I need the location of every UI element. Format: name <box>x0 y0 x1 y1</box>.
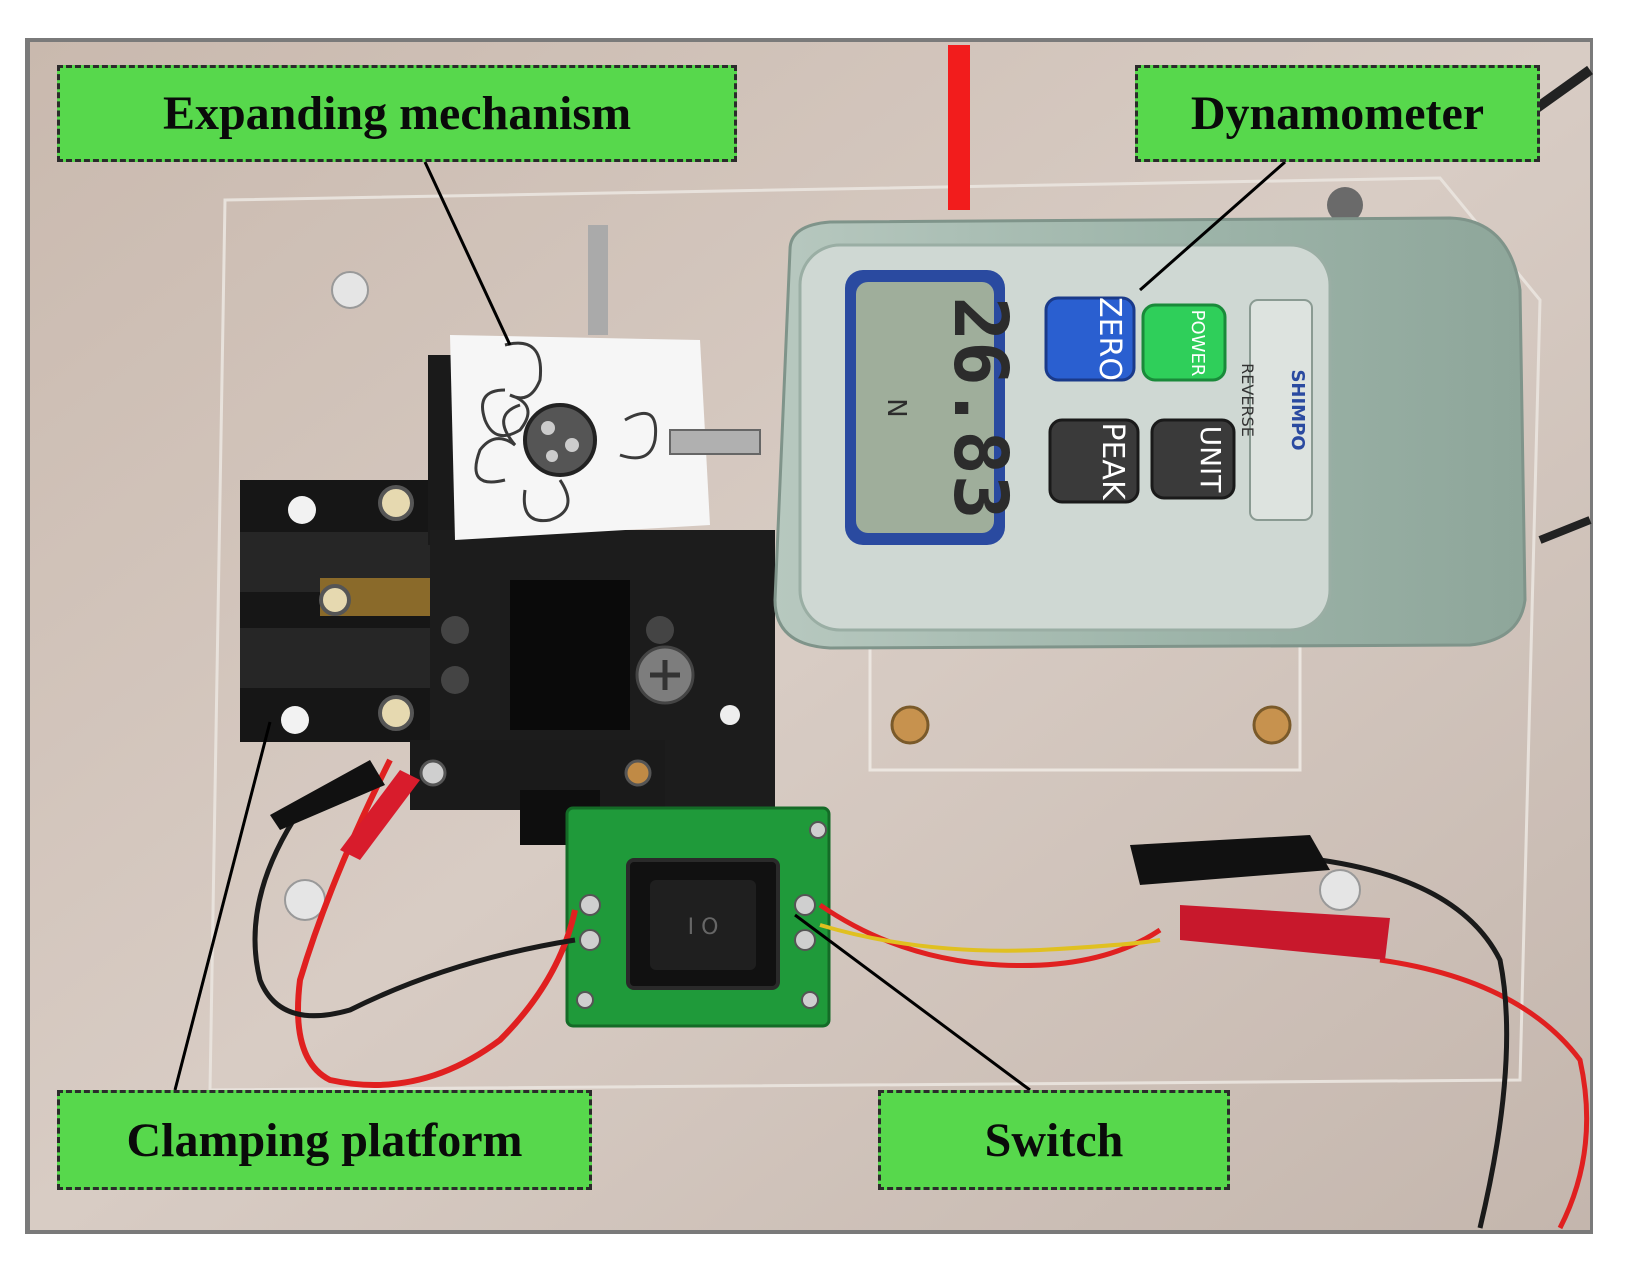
cable-right <box>1538 516 1592 544</box>
clamp-hole-1 <box>288 496 316 524</box>
switch-marks: I O <box>688 915 719 940</box>
expanding-mechanism-callout: Expanding mechanism <box>57 65 737 162</box>
clamp-hole-3 <box>319 584 351 616</box>
standoff-3 <box>1319 869 1361 911</box>
left-probe-red <box>340 770 420 860</box>
mechanism-cavity <box>510 580 630 730</box>
leader-expanding <box>423 161 512 346</box>
power-button-label: POWER <box>1187 310 1208 377</box>
red-wire-far-right <box>1379 957 1590 1230</box>
pcb-screw-1 <box>579 894 601 916</box>
pcb-screw-2 <box>579 929 601 951</box>
gauge-hook-shaft <box>669 429 761 455</box>
brand-label: SHIMPO <box>1287 369 1308 450</box>
power-button <box>1141 303 1227 382</box>
pcb-screw-3 <box>794 894 816 916</box>
hub-hole-1 <box>541 421 555 435</box>
display-unit: N <box>881 398 911 417</box>
leader-clamping <box>173 721 272 1091</box>
pcb-screw-4 <box>794 929 816 951</box>
left-probe-black <box>270 760 385 830</box>
vertical-rod <box>588 225 608 335</box>
peak-button <box>1048 418 1140 504</box>
pcb-screw-6 <box>576 991 594 1009</box>
stage-hole-2 <box>441 666 469 694</box>
brass-screw-1 <box>890 705 930 745</box>
peak-button-label: PEAK <box>1095 422 1130 501</box>
clamp-hole-4 <box>281 706 309 734</box>
pcb-screw-5 <box>809 821 827 839</box>
zero-button-label: ZERO <box>1092 297 1127 381</box>
pcb-screw-7 <box>801 991 819 1009</box>
lower-screw-2 <box>624 759 652 787</box>
unit-button <box>1150 418 1236 500</box>
yellow-wire-right <box>819 923 1161 953</box>
expanding-mechanism <box>474 341 658 523</box>
standoff-1 <box>331 271 369 309</box>
clamping-platform-callout: Clamping platform <box>57 1090 592 1190</box>
red-wire-right <box>818 902 1162 969</box>
stage-hole-3 <box>646 616 674 644</box>
display-reading: 26.83 <box>937 297 1023 520</box>
standoff-4 <box>1327 187 1363 223</box>
dynamometer-display <box>856 282 994 533</box>
expanding-hub <box>523 403 597 477</box>
phillips-cross <box>650 660 680 690</box>
black-probe <box>1130 835 1330 885</box>
lower-screw-1 <box>419 759 447 787</box>
black-wire-far-right <box>1319 857 1510 1229</box>
clamp-hole-2 <box>378 485 414 521</box>
stage-hole-4 <box>720 705 740 725</box>
rocker-face <box>650 880 756 970</box>
black-wire-left <box>252 808 576 1019</box>
stage-hole-1 <box>441 616 469 644</box>
clamp-hole-5 <box>378 695 414 731</box>
reverse-label: REVERSE <box>1238 363 1257 437</box>
red-probe <box>1180 905 1390 960</box>
brand-label-plate <box>1249 299 1313 521</box>
unit-button-label: UNIT <box>1194 426 1227 494</box>
hub-hole-3 <box>546 450 558 462</box>
leader-dynamometer <box>1139 160 1286 292</box>
dynamometer-callout: Dynamometer <box>1135 65 1540 162</box>
leader-switch <box>794 913 1031 1092</box>
zero-button <box>1044 296 1136 382</box>
standoff-2 <box>284 879 326 921</box>
brass-screw-2 <box>1252 705 1292 745</box>
red-string <box>948 45 970 210</box>
hub-hole-2 <box>565 438 579 452</box>
switch-callout: Switch <box>878 1090 1230 1190</box>
red-wire-left <box>295 758 578 1088</box>
